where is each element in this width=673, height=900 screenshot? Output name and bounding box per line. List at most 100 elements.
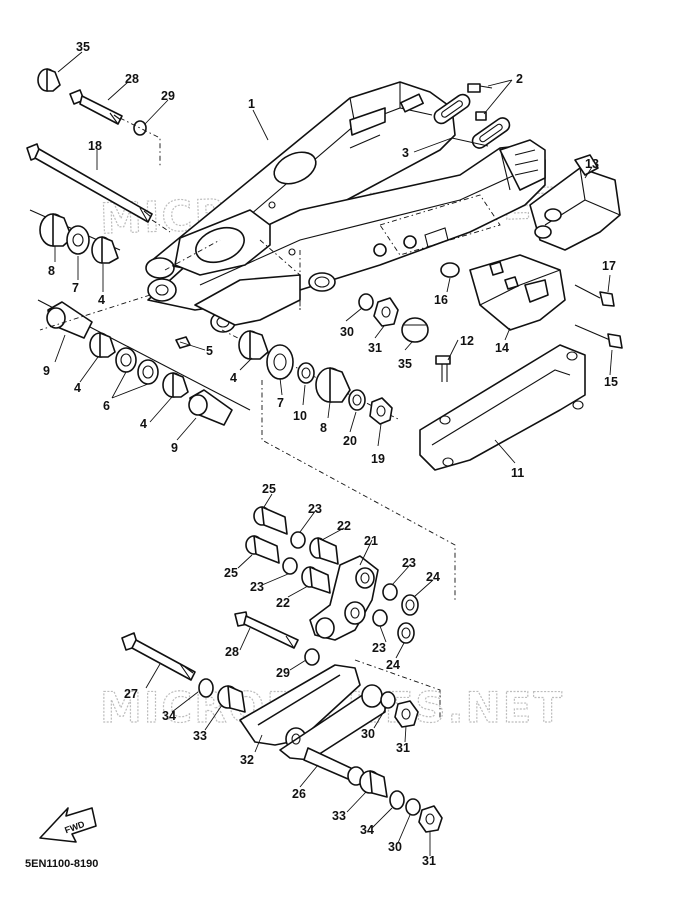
collar-24-a (401, 594, 419, 616)
chain-puller-plates (433, 93, 511, 149)
assembly-line-upper (119, 117, 161, 168)
bearing-22-a (309, 537, 339, 565)
callout-33-a: 33 (193, 729, 207, 743)
callout-13: 13 (585, 157, 599, 171)
diagram-code: 5EN1100-8190 (25, 858, 98, 870)
connecting-rod-32 (239, 664, 386, 761)
nut-31-middle (394, 700, 419, 728)
collar-33-a (217, 685, 246, 713)
chain-guide (529, 154, 621, 251)
bolt-28-lower (234, 611, 299, 649)
assembly-frame-center (261, 380, 456, 600)
callout-25-b: 25 (224, 566, 238, 580)
collar-33-b (359, 770, 388, 798)
washer-29-upper (133, 120, 147, 136)
callout-30-b: 30 (361, 727, 375, 741)
callout-31-b: 31 (396, 741, 410, 755)
callout-30-c: 30 (388, 840, 402, 854)
assembly-frame-link (354, 659, 441, 720)
callout-19: 19 (371, 452, 385, 466)
callout-5: 5 (206, 344, 213, 358)
nut-31-upper (373, 297, 399, 327)
washer-34-b (389, 790, 405, 810)
assembly-line-axle (151, 219, 171, 233)
bolt-17 (574, 284, 615, 307)
bolt-28-upper (69, 89, 123, 125)
callout-34-b: 34 (360, 823, 374, 837)
nut-31-lower (418, 805, 443, 833)
washer-34-a (198, 678, 214, 698)
callout-25-a: 25 (262, 482, 276, 496)
bolt-15 (574, 324, 623, 349)
callout-23-b: 23 (250, 580, 264, 594)
nut-16 (440, 262, 460, 278)
washer-30-lower (405, 798, 421, 816)
callout-22-b: 22 (276, 596, 290, 610)
washer-30-middle (380, 691, 396, 709)
washer-29-lower (304, 648, 320, 666)
bearing-22-b (301, 566, 331, 594)
callout-9-b: 9 (171, 441, 178, 455)
callout-31-c: 31 (422, 854, 436, 868)
callout-29-a: 29 (161, 89, 175, 103)
callout-33-b: 33 (332, 809, 346, 823)
callout-7-a: 7 (72, 281, 79, 295)
callout-12: 12 (460, 334, 474, 348)
callout-10: 10 (293, 409, 307, 423)
callout-14: 14 (495, 341, 509, 355)
callout-16: 16 (434, 293, 448, 307)
chain-slider-guard (469, 254, 566, 331)
callout-24-b: 24 (386, 658, 400, 672)
callout-6: 6 (103, 399, 110, 413)
bearing-26 (303, 747, 365, 786)
relay-arm-21 (309, 555, 379, 641)
seal-23-b (282, 557, 298, 575)
callout-2: 2 (516, 72, 523, 86)
cap-35-right (401, 317, 429, 343)
callout-30-a: 30 (340, 325, 354, 339)
callout-1: 1 (248, 97, 255, 111)
callout-17: 17 (602, 259, 616, 273)
callout-34-a: 34 (162, 709, 176, 723)
collar-25-b (245, 535, 280, 564)
forward-direction-arrow: FWD (39, 807, 97, 843)
callout-4-d: 4 (230, 371, 237, 385)
callout-23-c: 23 (402, 556, 416, 570)
callout-4-a: 4 (98, 293, 105, 307)
cap-35 (37, 68, 61, 92)
callout-4-c: 4 (140, 417, 147, 431)
callout-4-b: 4 (74, 381, 81, 395)
callout-9-a: 9 (43, 364, 50, 378)
callout-numbers: 1 2 3 4 4 4 4 5 6 7 7 8 8 9 9 10 11 12 1… (43, 40, 618, 868)
collar-24-b (397, 622, 415, 644)
seal-23-c (382, 583, 398, 601)
callout-26: 26 (292, 787, 306, 801)
assembly-frame-left (39, 294, 151, 331)
callout-8-b: 8 (320, 421, 327, 435)
seal-23-a (290, 531, 306, 549)
bushing-group-lower (37, 299, 251, 426)
callout-35-a: 35 (76, 40, 90, 54)
callout-3: 3 (402, 146, 409, 160)
pivot-shaft-18 (26, 143, 153, 223)
swingarm (145, 81, 546, 333)
callout-21: 21 (364, 534, 378, 548)
callout-23-a: 23 (308, 502, 322, 516)
callout-35-b: 35 (398, 357, 412, 371)
callout-27: 27 (124, 687, 138, 701)
bearing-group-upper (29, 209, 121, 264)
leader-lines (54, 51, 613, 856)
bearing-group-center (221, 329, 401, 425)
callout-29-b: 29 (276, 666, 290, 680)
callout-28-a: 28 (125, 72, 139, 86)
callout-24-a: 24 (426, 570, 440, 584)
puller-bolts (467, 83, 493, 121)
bolt-12 (435, 355, 451, 382)
callout-28-b: 28 (225, 645, 239, 659)
chain-support-brace (419, 344, 586, 471)
callout-22-a: 22 (337, 519, 351, 533)
callout-7-b: 7 (277, 396, 284, 410)
callout-11: 11 (511, 466, 524, 480)
